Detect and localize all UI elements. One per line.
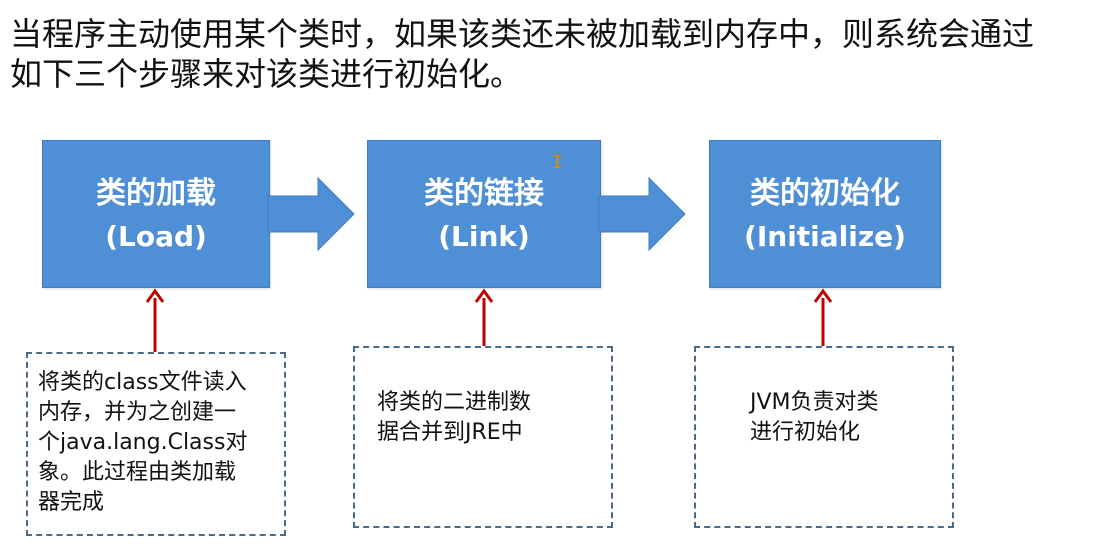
- flow-arrow-icon: [267, 176, 355, 252]
- flow-arrow-icon: [598, 176, 686, 252]
- note-line: 象。此过程由类加载: [38, 460, 237, 485]
- intro-line-2: 如下三个步骤来对该类进行初始化。: [10, 55, 523, 93]
- note-line: 将类的class文件读入: [38, 370, 247, 395]
- note-line: 据合并到JRE中: [377, 420, 523, 445]
- stage-box-link: 类的链接 (Link): [367, 140, 601, 288]
- note-line: 内存，并为之创建一: [38, 400, 237, 425]
- stage-title-en: (Link): [438, 220, 530, 253]
- stage-title-zh: 类的加载: [96, 176, 216, 211]
- note-line: 进行初始化: [750, 420, 861, 445]
- note-line: 器完成: [38, 490, 105, 515]
- stage-box-load: 类的加载 (Load): [42, 140, 270, 288]
- stage-title-zh: 类的链接: [424, 176, 544, 211]
- intro-line-1: 当程序主动使用某个类时，如果该类还未被加载到内存中，则系统会通过: [10, 15, 1035, 53]
- stage-box-initialize: 类的初始化 (Initialize): [709, 140, 941, 288]
- note-load: 将类的class文件读入 内存，并为之创建一 个java.lang.Class对…: [26, 352, 286, 536]
- stage-title-zh: 类的初始化: [750, 176, 900, 211]
- stage-title-en: (Load): [105, 220, 207, 253]
- note-line: 将类的二进制数: [377, 390, 532, 415]
- up-arrow-icon: [813, 288, 833, 346]
- note-line: JVM负责对类: [750, 390, 879, 415]
- up-arrow-icon: [474, 288, 494, 346]
- intro-text: 当程序主动使用某个类时，如果该类还未被加载到内存中，则系统会通过 如下三个步骤来…: [10, 14, 1090, 94]
- stage-title-en: (Initialize): [744, 220, 906, 253]
- text-cursor-icon: I: [552, 152, 563, 173]
- up-arrow-icon: [145, 288, 165, 352]
- note-initialize: JVM负责对类 进行初始化: [694, 346, 954, 528]
- note-line: 个java.lang.Class对: [38, 430, 248, 455]
- note-link: 将类的二进制数 据合并到JRE中: [353, 346, 613, 528]
